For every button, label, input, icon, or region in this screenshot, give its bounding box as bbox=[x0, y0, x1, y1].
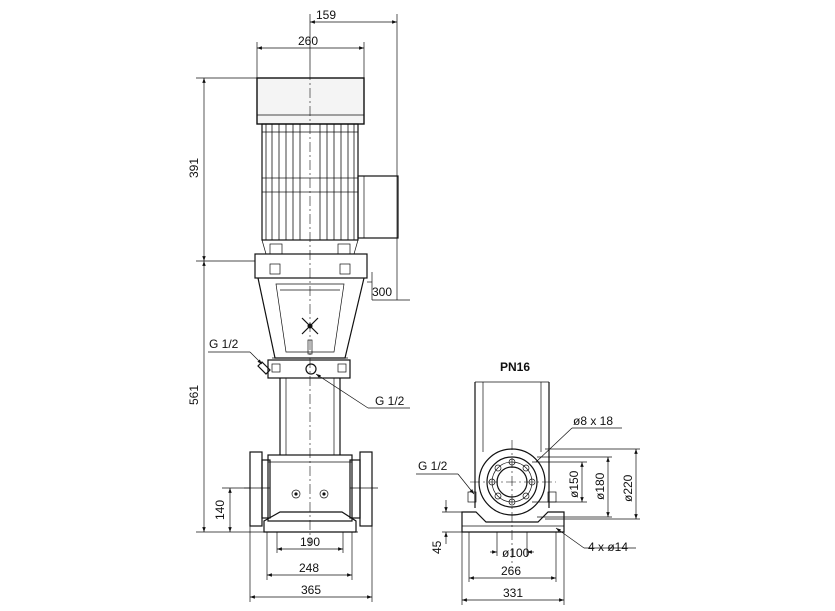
inlet-flange bbox=[244, 451, 271, 527]
terminal-box bbox=[357, 175, 399, 239]
dim-140: 140 bbox=[213, 500, 227, 520]
motor-stool bbox=[254, 243, 368, 359]
motor-cap bbox=[256, 77, 365, 125]
pump-sleeve bbox=[279, 378, 341, 455]
base-view: PN16 bbox=[416, 360, 640, 605]
dim-bolt-circle: ø150 bbox=[567, 470, 581, 498]
dim-561: 561 bbox=[187, 385, 201, 405]
vent-port-label: G 1/2 bbox=[209, 337, 239, 351]
dim-300: 300 bbox=[372, 285, 392, 299]
dim-bolt-holes: ø8 x 18 bbox=[573, 414, 613, 428]
dim-bore: ø100 bbox=[502, 546, 530, 560]
dim-flange-inner: ø180 bbox=[593, 472, 607, 500]
base-block bbox=[461, 491, 565, 533]
dim-159: 159 bbox=[316, 8, 336, 22]
pump-head bbox=[257, 359, 351, 379]
drain-port-label: G 1/2 bbox=[375, 394, 405, 408]
dim-365: 365 bbox=[301, 583, 321, 597]
dim-anchor-holes: 4 x ø14 bbox=[588, 540, 628, 554]
dim-260: 260 bbox=[298, 34, 318, 48]
dim-flange-outer: ø220 bbox=[621, 474, 635, 502]
front-view: 159 260 391 300 561 140 G 1/2 G 1/2 bbox=[187, 8, 410, 602]
outlet-flange bbox=[349, 451, 378, 527]
drain-port-icon bbox=[305, 363, 317, 375]
dim-391: 391 bbox=[187, 158, 201, 178]
base-drain-label: G 1/2 bbox=[418, 459, 448, 473]
pressure-rating: PN16 bbox=[500, 360, 530, 374]
dim-base-width: 331 bbox=[503, 586, 523, 600]
dim-base-height: 45 bbox=[430, 540, 444, 554]
dim-base-bolt: 266 bbox=[501, 564, 521, 578]
dim-190: 190 bbox=[300, 535, 320, 549]
dim-248: 248 bbox=[299, 561, 319, 575]
